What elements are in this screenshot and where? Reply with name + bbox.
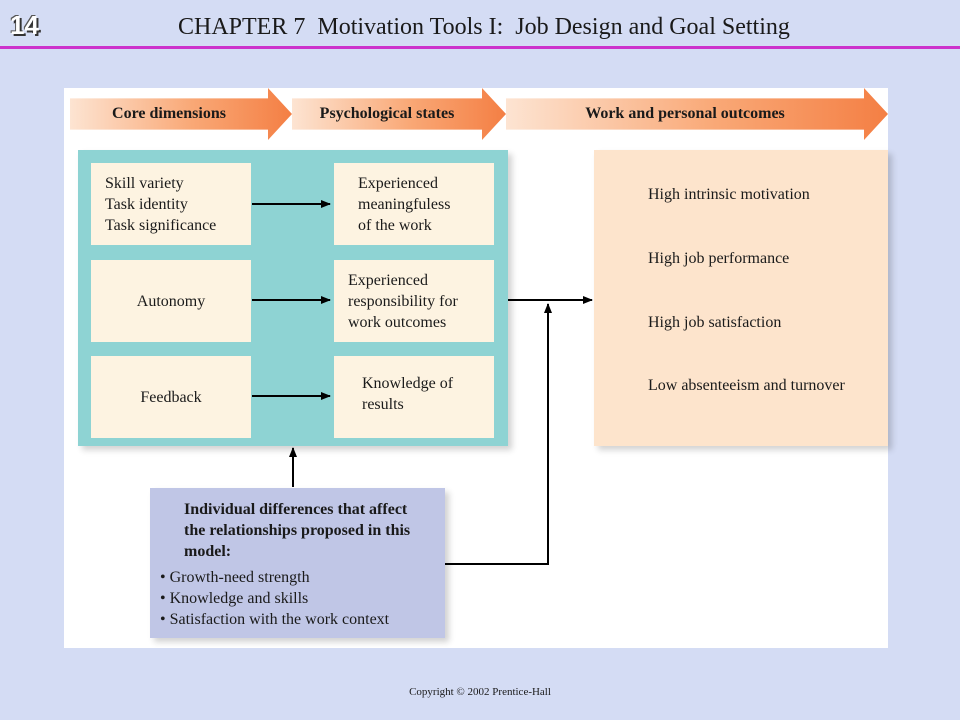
outcome-absenteeism-turnover: Low absenteeism and turnover: [648, 377, 845, 394]
stage-label-core-dimensions: Core dimensions: [112, 105, 226, 122]
psych-state-2-line-2: responsibility for: [348, 292, 458, 310]
core-dimension-skill-variety: Skill variety: [105, 174, 184, 192]
individual-differences-heading: Individual differences that affect the r…: [184, 501, 411, 560]
core-dimension-autonomy: Autonomy: [136, 292, 206, 310]
connector-arrows: [252, 200, 593, 565]
psych-state-1-line-3: of the work: [358, 216, 432, 234]
slide-number: 14: [10, 10, 39, 40]
psych-state-1-line-2: meaningfuless: [358, 195, 451, 213]
individual-differences-box: Individual differences that affect the r…: [150, 488, 445, 638]
outcome-job-satisfaction: High job satisfaction: [648, 314, 782, 331]
stage-label-outcomes: Work and personal outcomes: [585, 105, 785, 122]
psych-state-1-line-1: Experienced: [358, 174, 438, 192]
individual-differences-list: • Growth-need strength • Knowledge and s…: [160, 567, 389, 630]
core-dimension-box-skills: Skill variety Task identity Task signifi…: [91, 163, 251, 245]
psych-state-box-responsibility: Experienced responsibility for work outc…: [334, 260, 494, 342]
copyright-notice: Copyright © 2002 Prentice-Hall: [409, 686, 551, 698]
job-characteristics-figure: Core dimensions Psychological states Wor…: [64, 88, 888, 648]
outcomes-panel: High intrinsic motivation High job perfo…: [594, 150, 888, 446]
title-rule: [0, 46, 960, 49]
psych-state-box-knowledge: Knowledge of results: [334, 356, 494, 438]
core-dimension-task-identity: Task identity: [105, 195, 188, 213]
arrow-differences-to-outcome-link: [445, 303, 552, 565]
stage-label-psychological-states: Psychological states: [319, 105, 455, 122]
core-dimension-task-significance: Task significance: [105, 216, 217, 234]
core-dimension-box-autonomy: Autonomy: [91, 260, 251, 342]
psych-state-2-line-1: Experienced: [348, 271, 428, 289]
core-dimension-feedback: Feedback: [140, 388, 202, 406]
core-dimension-box-feedback: Feedback: [91, 356, 251, 438]
psych-state-3-line-1: Knowledge of: [362, 375, 454, 392]
psych-state-box-meaningfulness: Experienced meaningfuless of the work: [334, 163, 494, 245]
difference-work-context: • Satisfaction with the work context: [160, 611, 390, 628]
difference-growth-need: • Growth-need strength: [160, 569, 310, 586]
psych-state-3-line-2: results: [362, 396, 404, 413]
difference-knowledge-skills: • Knowledge and skills: [160, 590, 309, 607]
outcome-job-performance: High job performance: [648, 250, 790, 267]
outcome-intrinsic-motivation: High intrinsic motivation: [648, 186, 810, 203]
core-model-panel: Skill variety Task identity Task signifi…: [78, 150, 508, 446]
psych-state-2-line-3: work outcomes: [348, 313, 447, 331]
chapter-title: CHAPTER 7 Motivation Tools I: Job Design…: [178, 14, 790, 40]
